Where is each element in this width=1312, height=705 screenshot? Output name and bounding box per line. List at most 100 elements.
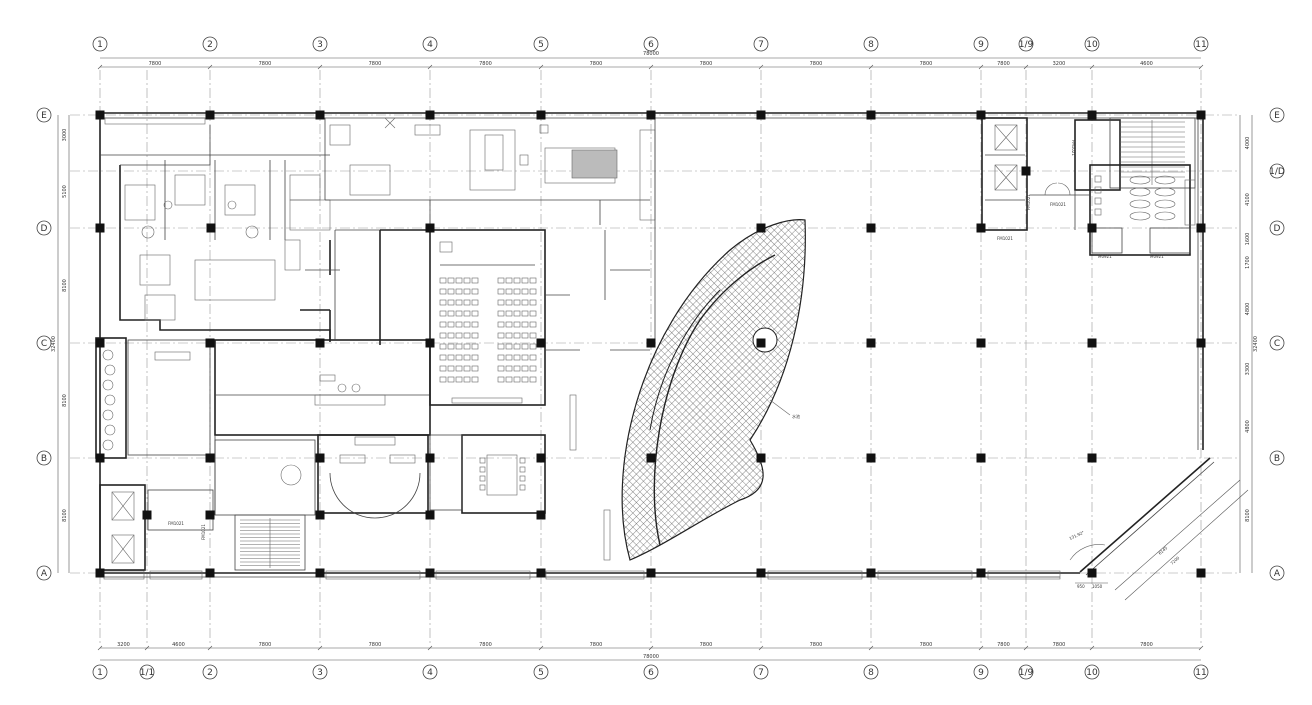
top-span-dimension: 7800 bbox=[997, 61, 1010, 67]
seat bbox=[529, 343, 537, 350]
seat bbox=[521, 288, 529, 295]
axis-bubble-bottom: 2 bbox=[202, 664, 218, 680]
urinal-fixture bbox=[1094, 197, 1102, 205]
axis-bubble-bottom: 11 bbox=[1193, 664, 1209, 680]
seat bbox=[529, 376, 537, 383]
bottom-span-dimension: 3200 bbox=[117, 642, 130, 648]
left-span-dimension: 8100 bbox=[62, 394, 68, 407]
toilet-fixture bbox=[1154, 211, 1176, 221]
angle-label: 131.92° bbox=[1068, 530, 1085, 541]
south-meeting-rooms bbox=[317, 434, 546, 519]
toilet-fixture bbox=[1129, 187, 1151, 197]
column bbox=[206, 223, 216, 233]
bottom-span-dimension: 7800 bbox=[369, 642, 382, 648]
column bbox=[425, 568, 435, 578]
chair bbox=[519, 484, 526, 491]
seat bbox=[505, 299, 513, 306]
axis-bubble-right: B bbox=[1269, 450, 1285, 466]
seat bbox=[529, 332, 537, 339]
diag-dimension: 7200 bbox=[1169, 555, 1180, 566]
axis-bubble-left: D bbox=[36, 220, 52, 236]
chair bbox=[479, 457, 486, 464]
seat bbox=[497, 343, 505, 350]
axis-bubble-top: 1/9 bbox=[1018, 36, 1034, 52]
door-tag: M0921 bbox=[1150, 254, 1164, 259]
column bbox=[425, 510, 435, 520]
column bbox=[205, 510, 215, 520]
column bbox=[536, 568, 546, 578]
seat bbox=[497, 277, 505, 284]
bottom-span-dimension: 7800 bbox=[920, 642, 933, 648]
seat bbox=[497, 321, 505, 328]
seat bbox=[497, 354, 505, 361]
column bbox=[866, 110, 876, 120]
bottom-span-dimension: 7800 bbox=[700, 642, 713, 648]
axis-label: 1 bbox=[97, 668, 103, 678]
column bbox=[95, 338, 105, 348]
seat bbox=[513, 310, 521, 317]
column bbox=[95, 568, 105, 578]
column bbox=[536, 510, 546, 520]
corner-dimension: 950 bbox=[1077, 584, 1085, 589]
atrium-pool: 水池 bbox=[621, 219, 806, 561]
seat bbox=[455, 376, 463, 383]
bottom-span-dimension: 7800 bbox=[259, 642, 272, 648]
toilet-fixture bbox=[1154, 199, 1176, 209]
seat bbox=[455, 277, 463, 284]
column bbox=[205, 110, 215, 120]
seat bbox=[455, 332, 463, 339]
corner-angle-annotation: 131.92° 6145 7200 950 1050 bbox=[1068, 479, 1249, 601]
right-total-dimension: 32400 bbox=[1253, 336, 1259, 352]
seat bbox=[513, 277, 521, 284]
east-service-core bbox=[981, 117, 1196, 256]
column bbox=[142, 510, 152, 520]
axis-bubble-bottom: 1 bbox=[92, 664, 108, 680]
axis-label: 1/1 bbox=[140, 668, 154, 678]
seat bbox=[529, 321, 537, 328]
seat bbox=[497, 310, 505, 317]
column bbox=[1196, 223, 1206, 233]
door-tags: FM1021 FM1021 FM1021 FM1021 FM1021 M0921… bbox=[168, 140, 1164, 540]
axis-label: 3 bbox=[317, 668, 323, 678]
seat bbox=[505, 288, 513, 295]
seat bbox=[529, 288, 537, 295]
seat bbox=[497, 288, 505, 295]
middle-partitions bbox=[569, 113, 656, 561]
top-span-dimension: 3200 bbox=[1053, 61, 1066, 67]
lecture-hall bbox=[429, 229, 580, 406]
chair bbox=[479, 484, 486, 491]
column bbox=[95, 223, 105, 233]
seat bbox=[497, 332, 505, 339]
column bbox=[756, 453, 766, 463]
axis-label: 11 bbox=[1195, 668, 1206, 678]
axis-bubble-right: 1/D bbox=[1269, 163, 1285, 179]
axis-bubble-top: 5 bbox=[533, 36, 549, 52]
guest-room-block bbox=[119, 154, 340, 342]
column bbox=[1087, 223, 1097, 233]
axis-bubble-bottom: 9 bbox=[973, 664, 989, 680]
column bbox=[756, 110, 766, 120]
seat bbox=[463, 354, 471, 361]
top-span-dimension: 7800 bbox=[369, 61, 382, 67]
top-span-dimension: 4600 bbox=[1140, 61, 1153, 67]
north-band-rooms bbox=[100, 117, 656, 225]
seat bbox=[455, 299, 463, 306]
axis-label: 9 bbox=[978, 668, 984, 678]
column bbox=[1196, 110, 1206, 120]
axis-bubble-bottom: 8 bbox=[863, 664, 879, 680]
column bbox=[1196, 338, 1206, 348]
column bbox=[536, 110, 546, 120]
seat bbox=[471, 288, 479, 295]
left-span-dimension: 8100 bbox=[62, 509, 68, 522]
axis-bubble-bottom: 10 bbox=[1084, 664, 1100, 680]
seat bbox=[521, 321, 529, 328]
axis-label: E bbox=[1274, 111, 1280, 121]
bottom-total-dimension: 78000 bbox=[643, 654, 659, 660]
seat bbox=[447, 376, 455, 383]
axis-label: D bbox=[41, 224, 48, 234]
door-tag: FM1021 bbox=[1050, 202, 1066, 207]
